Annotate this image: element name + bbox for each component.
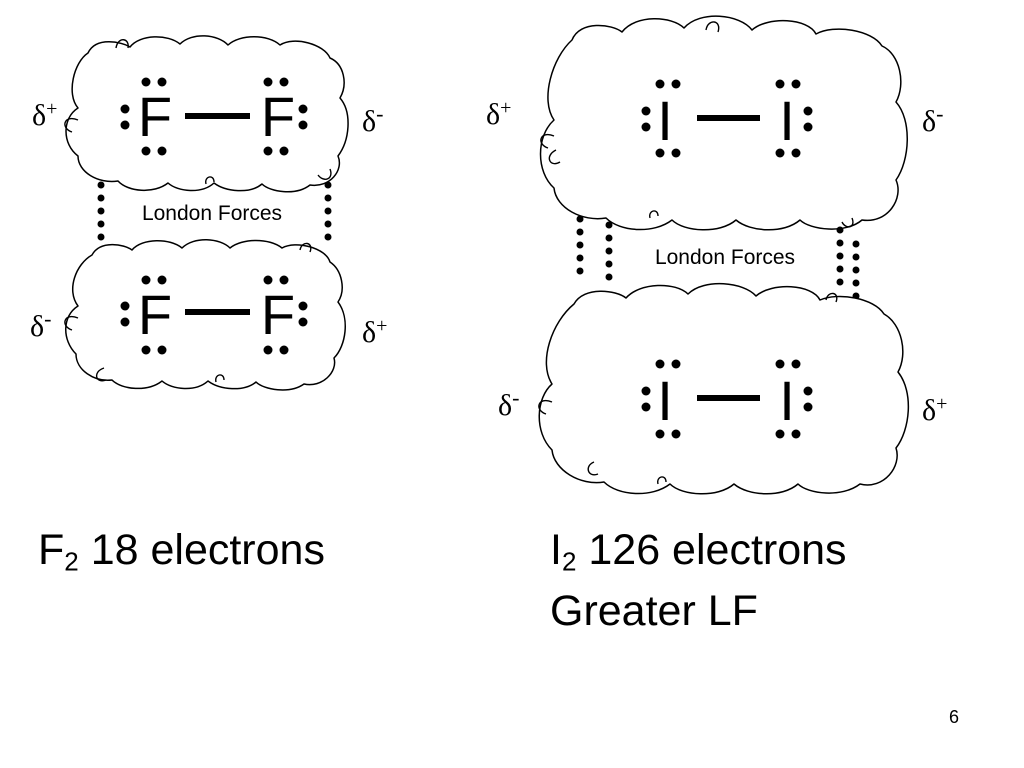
f2-london-forces-label: London Forces <box>142 202 282 225</box>
f2-london-forces: London Forces <box>97 181 332 241</box>
i2-caption-symbol: I <box>550 526 562 574</box>
i2-bottom-charge-left: δ- <box>498 385 519 422</box>
f2-bottom-charge-right: δ+ <box>362 315 387 349</box>
i2-london-forces-label: London Forces <box>655 246 795 269</box>
i2-caption: I2 126 electrons <box>550 523 847 578</box>
f2-bottom-atom-right: F <box>261 283 295 346</box>
f2-molecule-bottom: F F δ- δ+ <box>30 239 387 391</box>
i2-bottom-charge-right: δ+ <box>922 393 947 427</box>
f2-caption-text: 18 electrons <box>78 526 325 574</box>
i2-caption-line2: Greater LF <box>550 587 758 635</box>
i2-molecule-top: I I δ+ δ- <box>486 15 943 231</box>
f2-caption-subscript: 2 <box>64 546 79 577</box>
f2-bottom-charge-left: δ- <box>30 306 51 343</box>
i2-top-charge-right: δ- <box>922 101 943 138</box>
i2-caption-text: 126 electrons <box>576 526 847 574</box>
i2-top-lone-pairs <box>641 79 813 158</box>
f2-top-atom-left: F <box>138 85 172 148</box>
f2-bottom-atom-left: F <box>138 283 172 346</box>
i2-bottom-atom-right: I <box>779 369 795 432</box>
i2-bottom-electron-cloud <box>538 283 909 495</box>
i2-top-charge-left: δ+ <box>486 97 511 131</box>
f2-top-lone-pairs <box>120 77 308 156</box>
f2-caption: F2 18 electrons <box>38 523 325 578</box>
i2-caption-subscript: 2 <box>561 546 577 577</box>
i2-top-atom-left: I <box>657 89 673 152</box>
f2-caption-symbol: F <box>38 526 65 574</box>
i2-interaction-dots-left <box>576 215 613 281</box>
f2-bottom-lone-pairs <box>120 275 308 355</box>
i2-top-atom-right: I <box>779 89 795 152</box>
i2-molecule-bottom: I I δ- δ+ <box>498 283 947 495</box>
f2-top-atom-right: F <box>261 85 295 148</box>
i2-top-electron-cloud <box>539 15 908 231</box>
page-number: 6 <box>949 707 960 727</box>
f2-molecule-top: F F δ+ δ- <box>32 35 383 193</box>
i2-bottom-atom-left: I <box>657 369 673 432</box>
f2-top-charge-left: δ+ <box>32 98 57 132</box>
f2-interaction-dots-right <box>324 181 332 241</box>
f2-interaction-dots-left <box>97 181 105 241</box>
i2-bottom-lone-pairs <box>641 359 813 439</box>
f2-top-charge-right: δ- <box>362 101 383 138</box>
i2-interaction-dots-right <box>836 226 860 300</box>
